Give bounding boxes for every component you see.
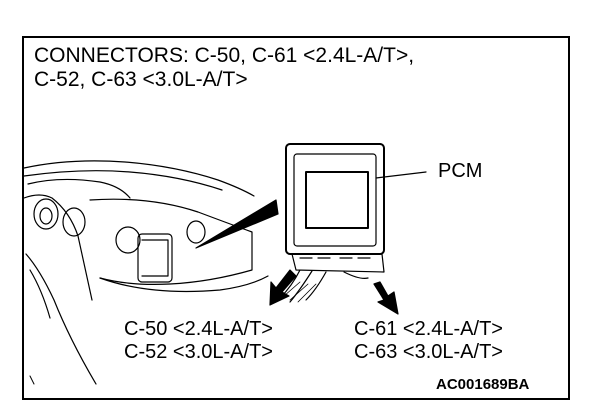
pcm-leader-line [375,171,427,179]
dash-pocket-inner [141,239,169,277]
arrow-right-connector [373,281,399,315]
corner-mark [29,375,35,385]
vent-right [186,220,206,244]
harness-stripes [283,281,317,303]
pcm-case [285,143,385,255]
steering-wheel-inner [29,269,51,319]
pcm-case-inner [293,153,377,247]
pcm-label: PCM [438,160,483,182]
left-connector-label: C-50 <2.4L-A/T> C-52 <3.0L-A/T> [124,318,273,364]
arrow-left-connector [269,269,297,306]
title-line-2: C-52, C-63 <3.0L-A/T> [34,68,248,91]
right-connector-line-1: C-61 <2.4L-A/T> [354,318,503,340]
figure-code: AC001689BA [436,376,530,393]
instrument-cluster-hood [27,178,131,199]
gauge-right [115,226,141,254]
gauge-left-inner [39,207,53,225]
dash-pocket [137,233,173,283]
gauge-center [62,207,86,237]
dashboard-side [23,194,93,301]
dashboard-top-edge [23,160,255,197]
dashboard-top-edge-inner [23,170,223,191]
harness-bundle [279,269,369,303]
steering-wheel [25,253,97,385]
connector-title: CONNECTORS: C-50, C-61 <2.4L-A/T>, C-52,… [34,44,414,92]
left-connector-line-2: C-52 <3.0L-A/T> [124,341,273,363]
pcm-label-area [305,171,369,229]
gauge-left [33,198,59,230]
right-connector-label: C-61 <2.4L-A/T> C-63 <3.0L-A/T> [354,318,503,364]
location-wedge [195,199,279,249]
pcm-connector-block [291,253,385,273]
dashboard-lower-edge [99,275,269,293]
right-connector-line-2: C-63 <3.0L-A/T> [354,341,503,363]
left-connector-line-1: C-50 <2.4L-A/T> [124,318,273,340]
dashboard-face [89,198,253,285]
figure-frame [22,36,570,400]
title-line-1: CONNECTORS: C-50, C-61 <2.4L-A/T>, [34,44,415,67]
